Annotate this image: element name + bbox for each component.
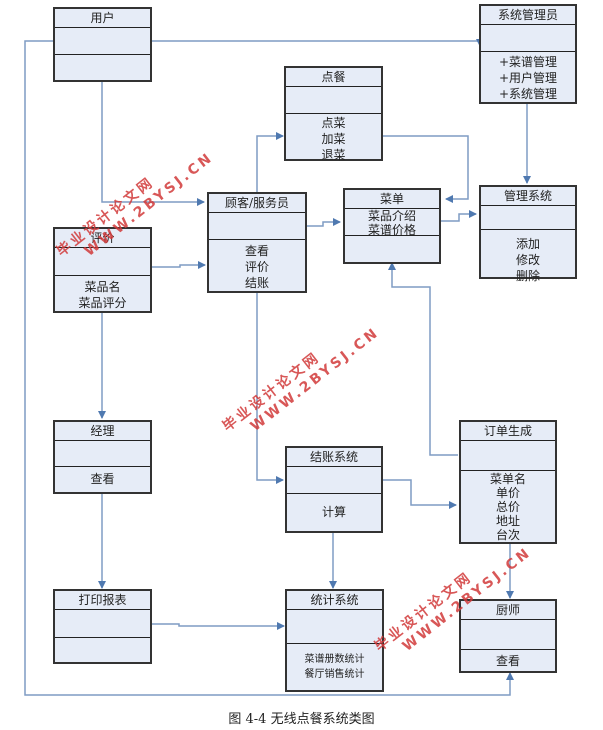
attributes-section (55, 248, 150, 276)
attributes-section (287, 610, 382, 644)
class-mgmt[interactable]: 管理系统 添加 修改 删除 (479, 185, 577, 283)
class-menu[interactable]: 菜单 菜品介绍 菜谱价格 (343, 188, 441, 264)
attributes-section (55, 441, 150, 467)
class-name: 打印报表 (55, 591, 150, 610)
attributes-section: 菜品介绍 菜谱价格 (345, 209, 439, 237)
operations-section: 查看 评价 结账 (209, 240, 305, 291)
edge-customer-checkout (256, 292, 284, 484)
class-name: 结账系统 (287, 448, 381, 467)
edge-customer-menu (306, 218, 341, 227)
class-ordergen[interactable]: 订单生成 菜单名 单价 总价 地址 台次 (459, 420, 557, 544)
operation: 查看 (244, 244, 269, 258)
class-report[interactable]: 打印报表 (53, 589, 152, 664)
edge-order-menu (381, 135, 469, 203)
operation: 计算 (321, 505, 346, 519)
class-chef[interactable]: 厨师 查看 (459, 599, 557, 673)
operation: 菜品名 (84, 280, 121, 294)
class-name: 经理 (55, 422, 150, 441)
attributes-section (287, 467, 381, 494)
operations-section: +菜谱管理 +用户管理 +系统管理 (481, 52, 575, 102)
operations-section: 查看 (461, 650, 555, 669)
attribute: 菜谱价格 (367, 223, 416, 237)
operations-section: 点菜 加菜 退菜 (286, 114, 381, 163)
operation: 添加 (515, 237, 540, 251)
class-order[interactable]: 点餐 点菜 加菜 退菜 (284, 66, 383, 163)
operations-section: 菜品名 菜品评分 (55, 276, 150, 311)
attribute: 菜品介绍 (367, 209, 416, 223)
operations-section (345, 236, 439, 261)
class-user[interactable]: 用户 (53, 7, 152, 82)
attributes-section (461, 620, 555, 650)
class-name: 系统管理员 (481, 6, 575, 25)
operation: 台次 (495, 528, 520, 542)
operation: 删除 (515, 269, 540, 283)
class-name: 评价 (55, 229, 150, 248)
edge-user-customer (101, 81, 205, 206)
operation: 单价 (495, 486, 520, 500)
operations-section (55, 55, 150, 80)
edge-checkout-ordergen (383, 479, 457, 509)
attributes-section (286, 87, 381, 114)
class-name: 统计系统 (287, 591, 382, 610)
class-name: 顾客/服务员 (209, 194, 305, 213)
operation: +菜谱管理 (498, 55, 558, 69)
operation: 餐厅销售统计 (304, 669, 365, 680)
edge-customer-order (256, 132, 284, 192)
operation: 查看 (90, 472, 115, 486)
operations-section: 菜谱册数统计 餐厅销售统计 (287, 644, 382, 682)
attributes-section (481, 25, 575, 52)
operation: 评价 (244, 260, 269, 274)
operations-section: 菜单名 单价 总价 地址 台次 (461, 471, 555, 542)
attributes-section (55, 610, 150, 638)
operations-section: 查看 (55, 467, 150, 487)
operation: 菜单名 (489, 472, 526, 486)
edge-user-chef (24, 40, 514, 696)
operation: 修改 (515, 253, 540, 267)
operations-section: 添加 修改 删除 (481, 230, 575, 284)
class-review[interactable]: 评价 菜品名 菜品评分 (53, 227, 152, 313)
class-sysadmin[interactable]: 系统管理员 +菜谱管理 +用户管理 +系统管理 (479, 4, 577, 104)
class-name: 管理系统 (481, 187, 575, 206)
operation: 点菜 (321, 116, 346, 130)
class-name: 菜单 (345, 190, 439, 209)
class-customer[interactable]: 顾客/服务员 查看 评价 结账 (207, 192, 307, 293)
edge-report-stats (151, 622, 285, 630)
operation: 查看 (495, 654, 520, 668)
operation: 地址 (495, 514, 520, 528)
operation: 总价 (495, 500, 520, 514)
edge-user-sysadmin (151, 39, 484, 47)
class-stats[interactable]: 统计系统 菜谱册数统计 餐厅销售统计 (285, 589, 384, 692)
class-name: 用户 (55, 9, 150, 28)
attributes-section (481, 206, 575, 230)
operations-section: 计算 (287, 494, 381, 520)
edge-review-customer (151, 261, 206, 269)
edge-menu-mgmt (441, 210, 477, 222)
attributes-section (209, 213, 305, 240)
attributes-section (461, 441, 555, 471)
attributes-section (55, 28, 150, 55)
operations-section (55, 638, 150, 662)
class-checkout[interactable]: 结账系统 计算 (285, 446, 383, 533)
operation: 菜品评分 (78, 296, 127, 310)
class-name: 点餐 (286, 68, 381, 87)
class-manager[interactable]: 经理 查看 (53, 420, 152, 494)
class-name: 订单生成 (461, 422, 555, 441)
class-name: 厨师 (461, 601, 555, 620)
figure-caption: 图 4-4 无线点餐系统类图 (228, 712, 375, 727)
operation: 加菜 (321, 132, 346, 146)
operation: 菜谱册数统计 (304, 654, 365, 665)
edge-ordergen-menu (388, 262, 458, 456)
operation: 结账 (244, 276, 269, 290)
operation: 退菜 (321, 148, 346, 162)
operation: +用户管理 (498, 71, 558, 85)
operation: +系统管理 (498, 87, 558, 101)
